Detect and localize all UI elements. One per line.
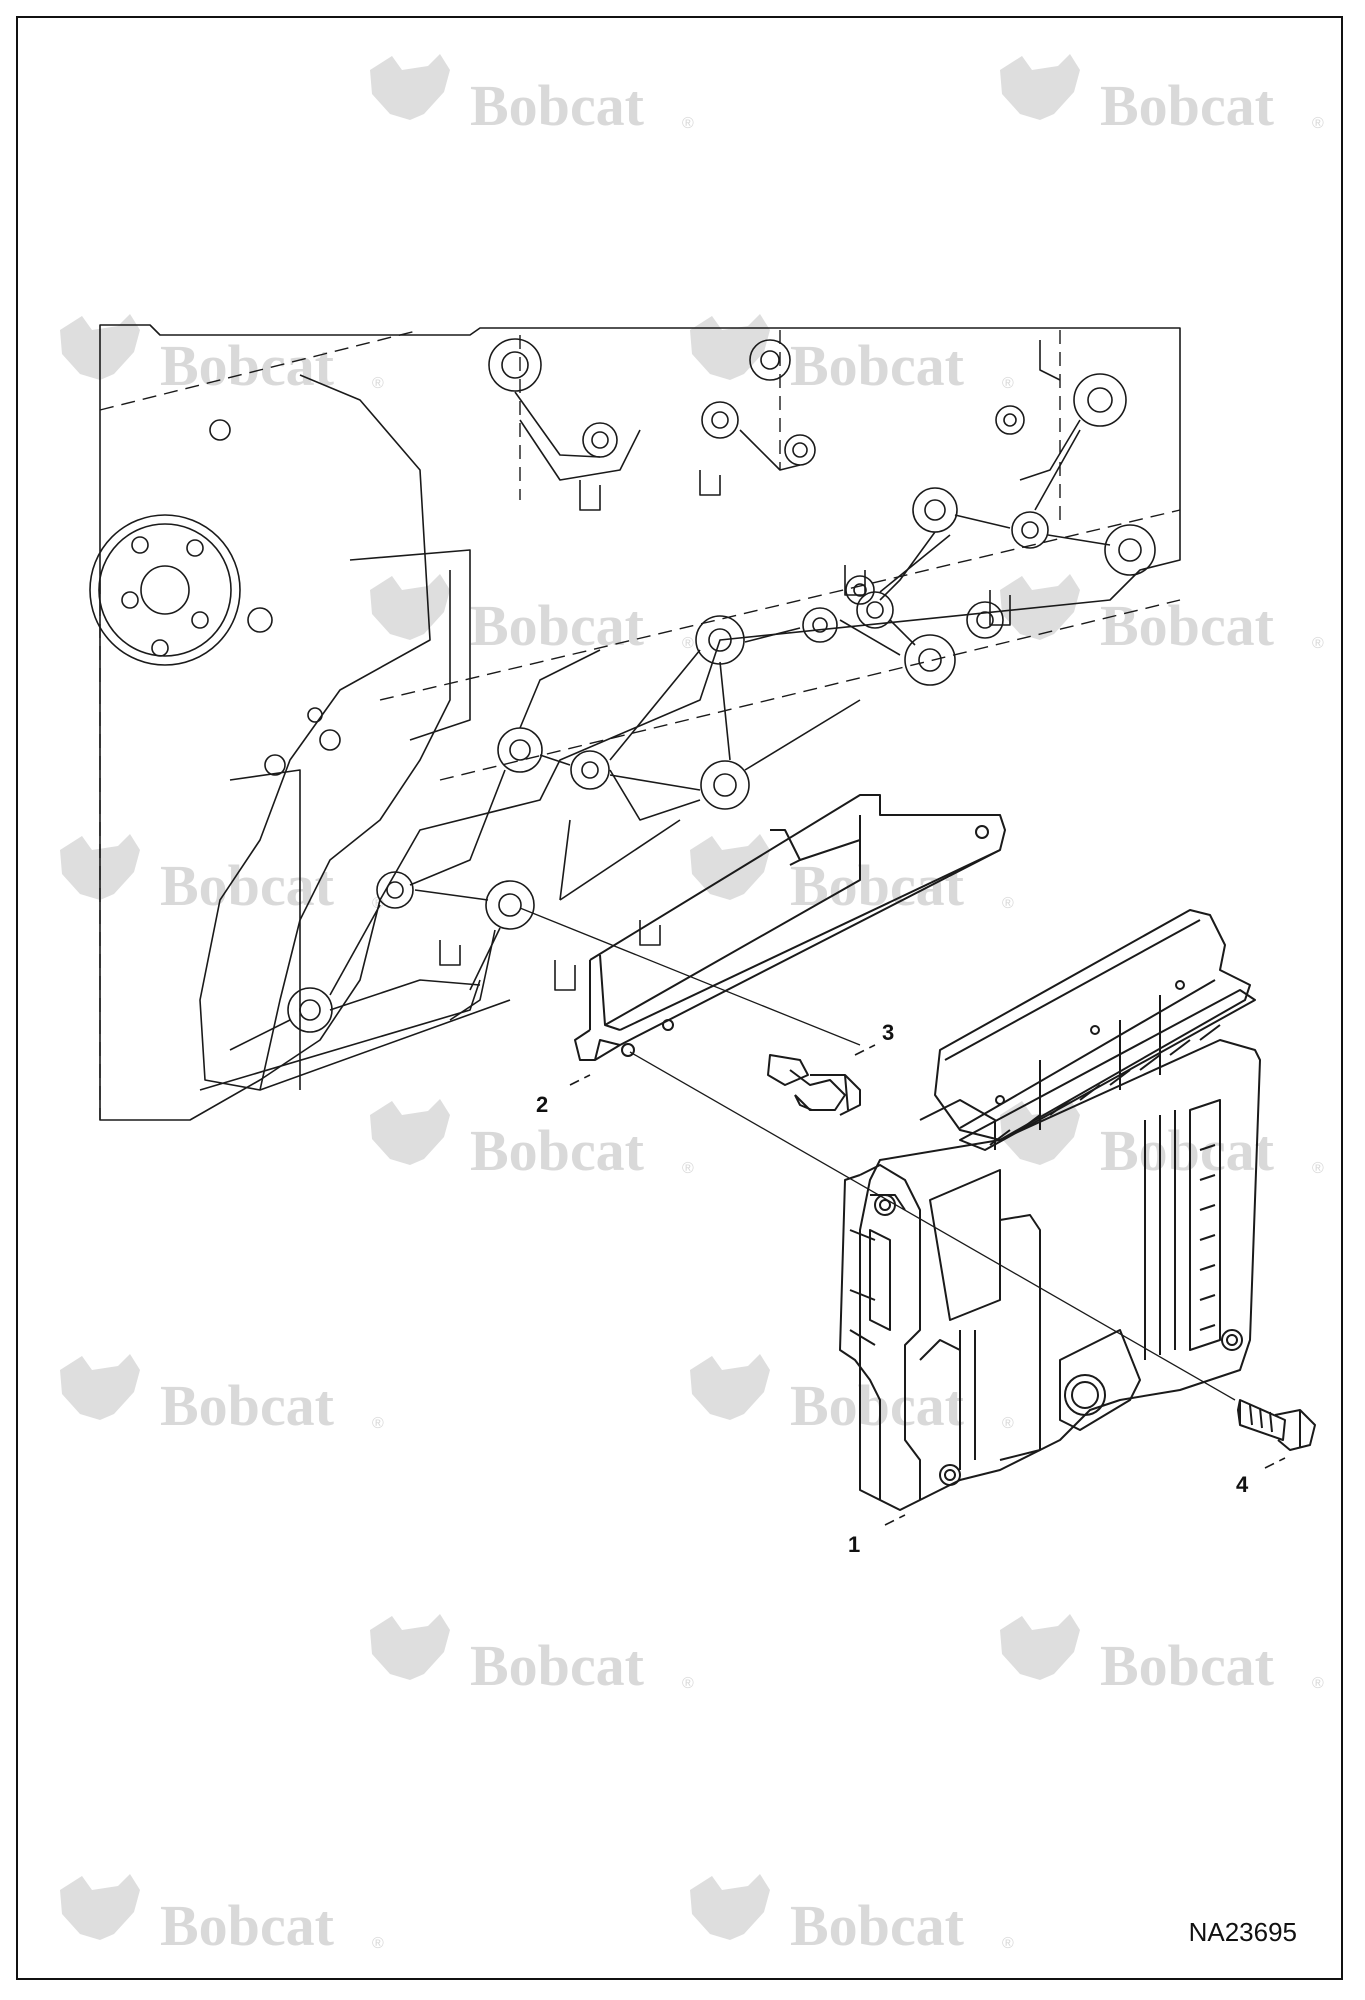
registered-mark: ®: [372, 1935, 384, 1952]
bobcat-watermark-text: Bobcat: [1100, 73, 1275, 138]
bobcat-watermark-text: Bobcat: [470, 1118, 645, 1183]
bobcat-watermark-text: Bobcat: [1100, 593, 1275, 658]
diagram-frame: [16, 16, 1343, 1980]
figure-number: NA23695: [1188, 1917, 1297, 1947]
bobcat-logo-icon: [370, 1614, 450, 1680]
registered-mark: ®: [682, 115, 694, 132]
bobcat-watermark-text: Bobcat: [790, 1373, 965, 1438]
bobcat-watermark: Bobcat®: [60, 834, 384, 918]
registered-mark: ®: [1312, 115, 1324, 132]
registered-mark: ®: [1002, 895, 1014, 912]
registered-mark: ®: [682, 635, 694, 652]
bobcat-watermark: Bobcat ®: [690, 314, 1014, 398]
registered-mark: ®: [372, 1415, 384, 1432]
bobcat-logo-icon: [370, 574, 450, 640]
bobcat-logo-icon: [690, 1874, 770, 1940]
bobcat-watermark: Bobcat®: [690, 834, 1014, 918]
bobcat-watermark: Bobcat ®: [60, 1874, 384, 1958]
bolt-part-4: [1237, 1399, 1316, 1451]
bobcat-watermark-text: Bobcat: [790, 1893, 965, 1958]
watermark-layer: Bobcat ® Bobcat ® Bobcat ® Bobcat ® Bobcat ® Bobca…: [60, 54, 1324, 1958]
bobcat-watermark: Bobcat ®: [1000, 1099, 1324, 1183]
callout-label-4: 4: [1236, 1472, 1249, 1497]
bobcat-logo-icon: [1000, 54, 1080, 120]
bobcat-logo-icon: [1000, 1614, 1080, 1680]
registered-mark: ®: [1312, 1160, 1324, 1177]
assembly-lines: [519, 907, 1236, 1401]
bobcat-watermark-text: Bobcat: [160, 853, 335, 918]
registered-mark: ®: [682, 1160, 694, 1177]
bobcat-watermark: Bobcat ®: [1000, 1614, 1324, 1698]
callout-label-2: 2: [536, 1092, 549, 1117]
bobcat-watermark: Bobcat ®: [370, 1099, 694, 1183]
registered-mark: ®: [1312, 1675, 1324, 1692]
bobcat-watermark-text: Bobcat: [790, 333, 965, 398]
bobcat-watermark-text: Bobcat: [1100, 1118, 1275, 1183]
bobcat-logo-icon: [690, 834, 770, 900]
bobcat-logo-icon: [690, 1354, 770, 1420]
registered-mark: ®: [372, 375, 384, 392]
bobcat-logo-icon: [1000, 1099, 1080, 1165]
bobcat-watermark-text: Bobcat: [160, 1893, 335, 1958]
controller-module-part: [839, 909, 1261, 1511]
bobcat-watermark: Bobcat ®: [370, 1614, 694, 1698]
bobcat-watermark: Bobcat ®: [690, 1354, 1014, 1438]
bobcat-watermark-text: Bobcat: [1100, 1633, 1275, 1698]
engine-block: [89, 324, 1181, 1121]
bobcat-watermark: Bobcat ®: [690, 1874, 1014, 1958]
bobcat-watermark-text: Bobcat: [470, 593, 645, 658]
bobcat-watermark: Bobcat®: [60, 314, 384, 398]
registered-mark: ®: [1002, 1415, 1014, 1432]
callout-leaders: [569, 1044, 1286, 1526]
registered-mark: ®: [1002, 1935, 1014, 1952]
bobcat-watermark-text: Bobcat: [470, 1633, 645, 1698]
bobcat-watermark-text: Bobcat: [160, 1373, 335, 1438]
bobcat-watermark: Bobcat ®: [370, 574, 694, 658]
bobcat-logo-icon: [60, 1874, 140, 1940]
bobcat-watermark: Bobcat ®: [60, 1354, 384, 1438]
bobcat-watermark-text: Bobcat: [470, 73, 645, 138]
bobcat-watermark: Bobcat ®: [370, 54, 694, 138]
bobcat-logo-icon: [370, 54, 450, 120]
registered-mark: ®: [1312, 635, 1324, 652]
bobcat-logo-icon: [690, 314, 770, 380]
registered-mark: ®: [1002, 375, 1014, 392]
bobcat-logo-icon: [60, 1354, 140, 1420]
registered-mark: ®: [682, 1675, 694, 1692]
callout-label-3: 3: [882, 1020, 895, 1045]
bobcat-watermark: Bobcat ®: [1000, 54, 1324, 138]
bolt-part-3: [767, 1054, 861, 1116]
bobcat-watermark: Bobcat ®: [1000, 574, 1324, 658]
bobcat-logo-icon: [370, 1099, 450, 1165]
callout-label-1: 1: [848, 1532, 861, 1557]
